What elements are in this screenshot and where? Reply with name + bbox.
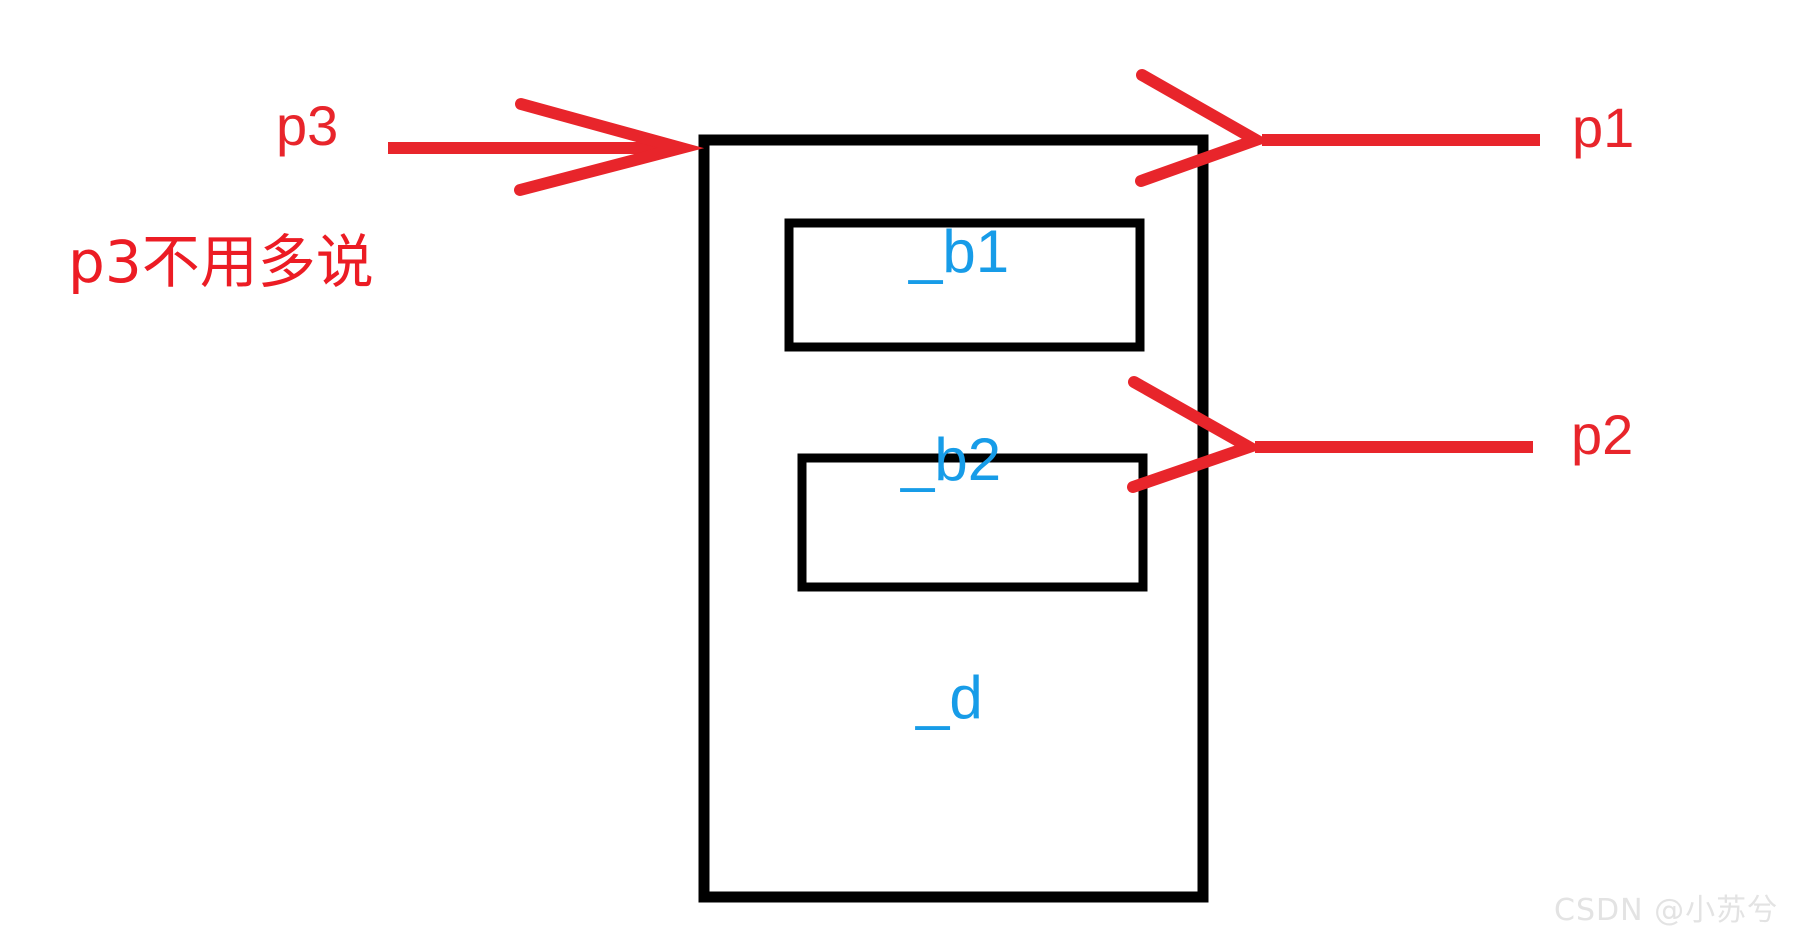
inner-box-b2 <box>797 453 1148 592</box>
annotation-note-p3: p3不用多说 <box>68 228 374 296</box>
inner-box-b1-label: _b1 <box>909 218 1010 285</box>
csdn-watermark: CSDN @小苏兮 <box>1554 893 1779 928</box>
arrow-p3 <box>388 98 705 196</box>
inner-box-b1 <box>784 218 1145 352</box>
annotation-label-p2: p2 <box>1571 403 1634 466</box>
annotation-label-p1: p1 <box>1572 96 1635 159</box>
annotation-label-p3: p3 <box>276 94 339 157</box>
outer-box-d <box>698 134 1209 903</box>
outer-box-d-label: _d <box>916 664 983 731</box>
arrow-p2 <box>1127 376 1533 493</box>
inner-box-b2-label: _b2 <box>901 426 1002 493</box>
arrow-p1 <box>1135 69 1540 187</box>
